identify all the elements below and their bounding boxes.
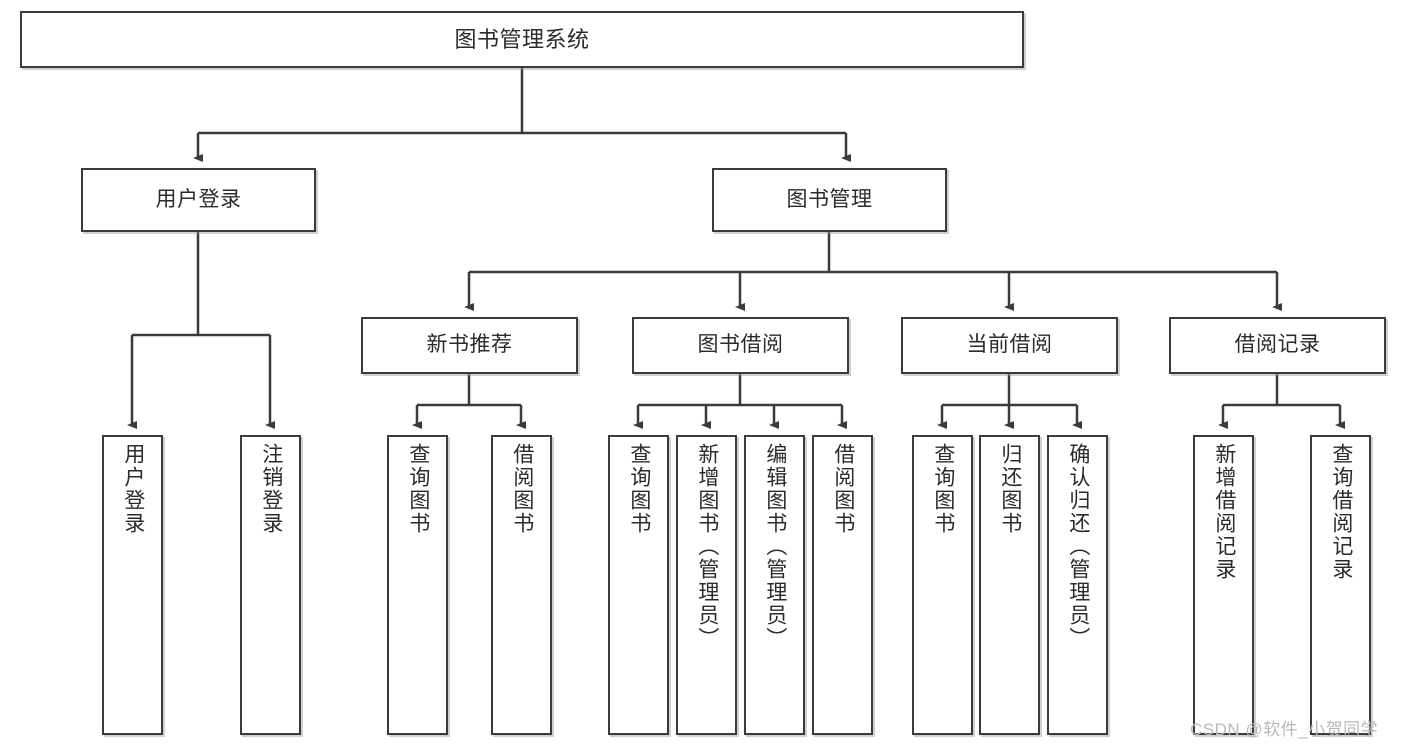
node-label: 新增图书（管理员） <box>695 443 719 650</box>
leaf-current-borrow-query-book[interactable]: 查询图书 <box>912 435 973 735</box>
node-label: 借阅记录 <box>1234 333 1321 357</box>
node-label: 确认归还（管理员） <box>1066 443 1090 650</box>
leaf-new-book-borrow-book[interactable]: 借阅图书 <box>491 435 552 735</box>
leaf-borrow-record-add-record[interactable]: 新增借阅记录 <box>1193 435 1254 735</box>
node-borrow-record[interactable]: 借阅记录 <box>1169 317 1386 374</box>
node-label: 用户登录 <box>121 443 145 535</box>
node-label: 借阅图书 <box>510 443 534 535</box>
node-label: 查询图书 <box>931 443 955 535</box>
leaf-current-borrow-return-book[interactable]: 归还图书 <box>979 435 1040 735</box>
node-label: 借阅图书 <box>831 443 855 535</box>
leaf-book-borrow-edit-book[interactable]: 编辑图书（管理员） <box>744 435 805 735</box>
node-book-management[interactable]: 图书管理 <box>712 168 947 232</box>
leaf-new-book-query-book[interactable]: 查询图书 <box>387 435 448 735</box>
node-label: 图书管理 <box>786 187 873 211</box>
leaf-current-borrow-confirm-return[interactable]: 确认归还（管理员） <box>1047 435 1108 735</box>
csdn-watermark: CSDN @软件_小贺同学 <box>1190 720 1379 739</box>
node-label: 查询图书 <box>406 443 430 535</box>
node-label: 新增借阅记录 <box>1212 443 1236 581</box>
leaf-book-borrow-query-book[interactable]: 查询图书 <box>608 435 669 735</box>
node-label: 查询图书 <box>627 443 651 535</box>
leaf-user-login-logout[interactable]: 注销登录 <box>240 435 301 735</box>
node-label: 当前借阅 <box>966 333 1053 357</box>
leaf-book-borrow-add-book[interactable]: 新增图书（管理员） <box>676 435 737 735</box>
node-label: 图书借阅 <box>697 333 784 357</box>
node-label: 用户登录 <box>155 187 242 211</box>
leaf-book-borrow-borrow-book[interactable]: 借阅图书 <box>812 435 873 735</box>
node-book-borrow[interactable]: 图书借阅 <box>632 317 849 374</box>
node-label: 图书管理系统 <box>454 26 590 52</box>
node-user-login[interactable]: 用户登录 <box>81 168 316 232</box>
node-book-management-system[interactable]: 图书管理系统 <box>20 11 1024 68</box>
leaf-borrow-record-query-record[interactable]: 查询借阅记录 <box>1310 435 1371 735</box>
node-label: 归还图书 <box>998 443 1022 535</box>
node-current-borrow[interactable]: 当前借阅 <box>901 317 1118 374</box>
node-label: 编辑图书（管理员） <box>763 443 787 650</box>
leaf-user-login-login[interactable]: 用户登录 <box>102 435 163 735</box>
node-new-book-recommend[interactable]: 新书推荐 <box>361 317 578 374</box>
node-label: 注销登录 <box>259 443 283 535</box>
node-label: 新书推荐 <box>426 333 513 357</box>
node-label: 查询借阅记录 <box>1329 443 1353 581</box>
